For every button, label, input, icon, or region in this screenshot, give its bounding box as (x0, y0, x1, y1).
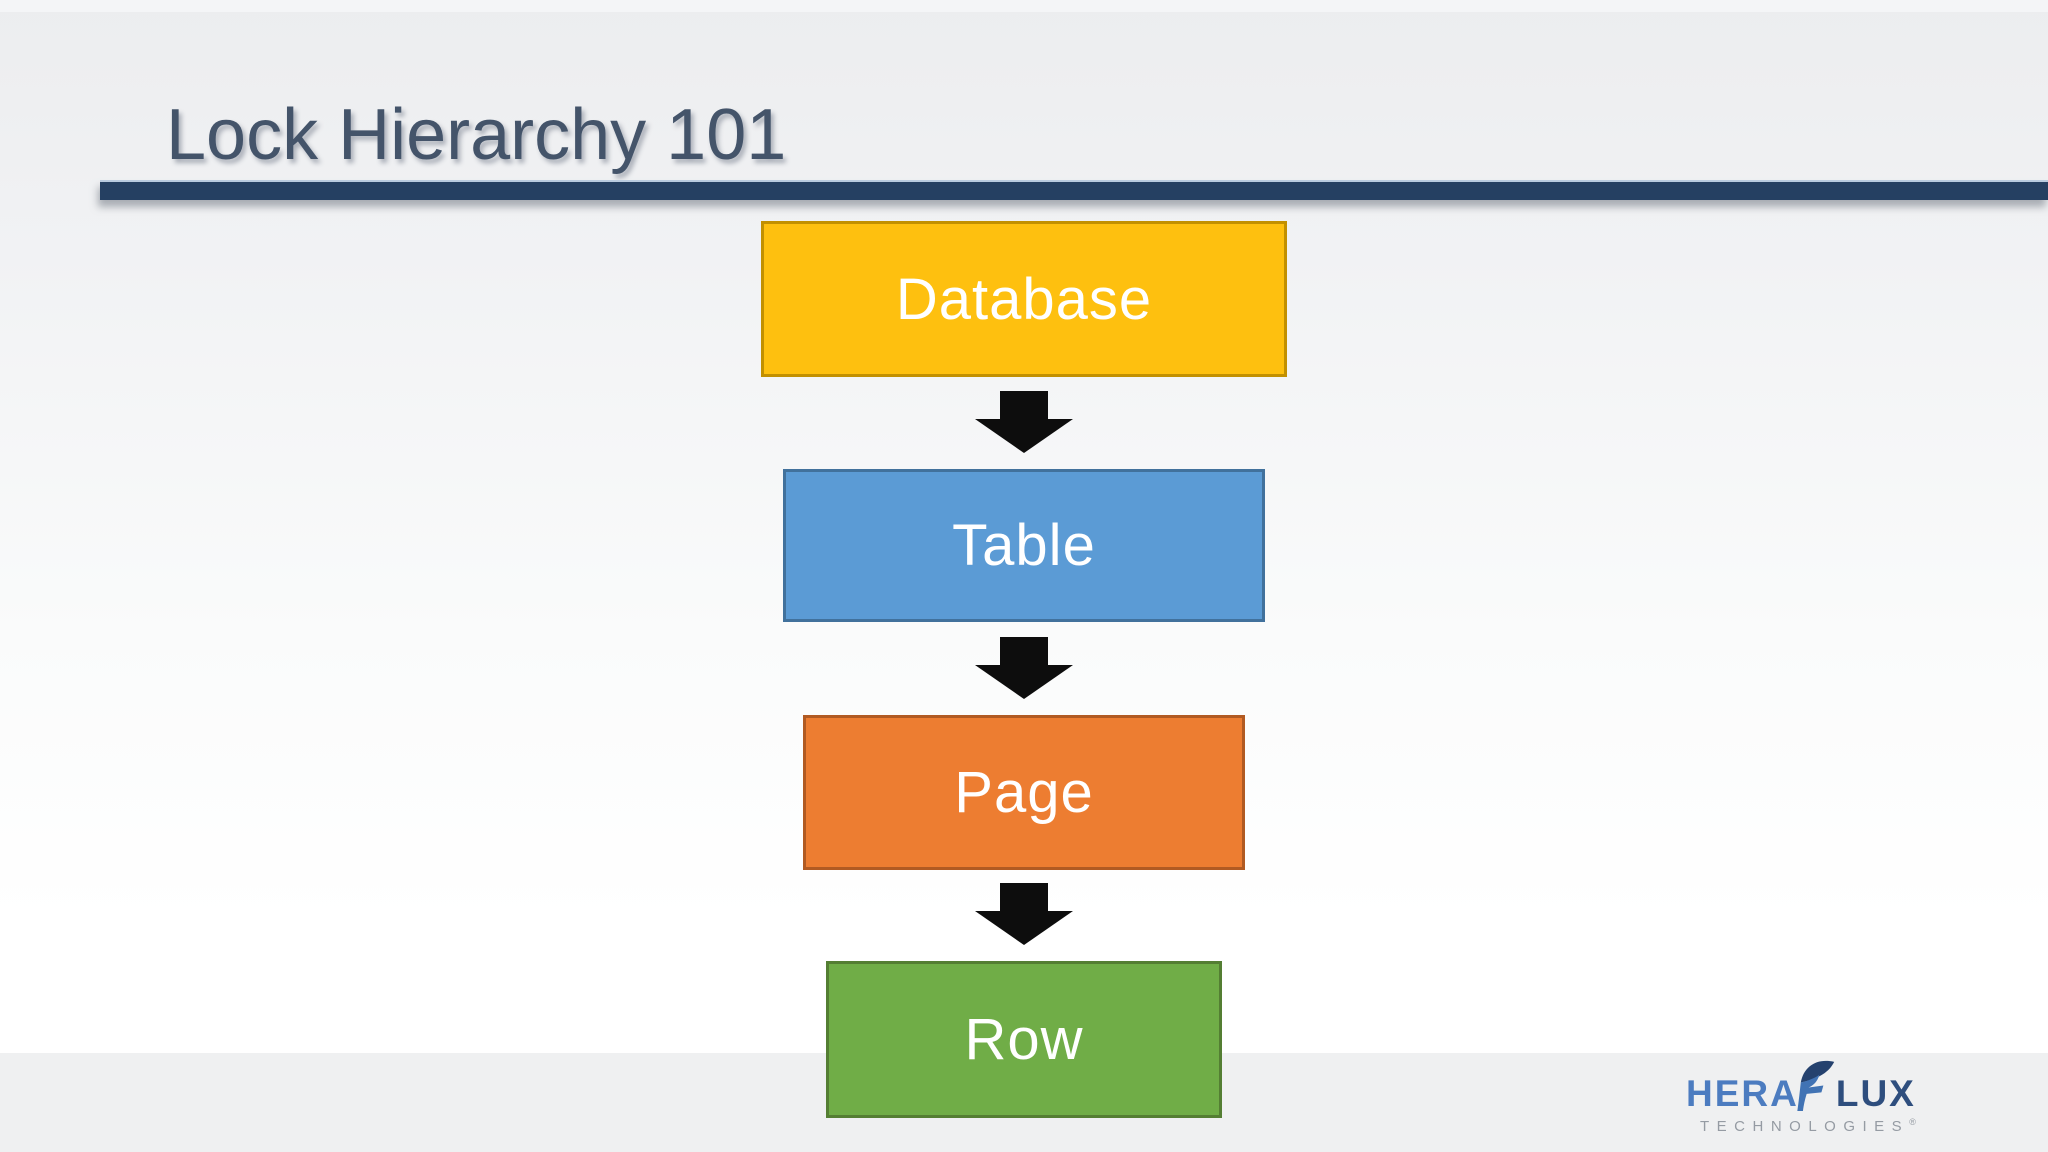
slide-title: Lock Hierarchy 101 (166, 95, 787, 176)
heraflux-f-swoosh-icon (1797, 1060, 1835, 1112)
slide-top-strip (0, 0, 2048, 12)
registered-trademark-symbol: ® (1909, 1117, 1916, 1127)
flow-node-row: Row (826, 961, 1222, 1118)
down-arrow-icon (975, 883, 1073, 945)
down-arrow-icon (975, 637, 1073, 699)
flow-node-label: Table (952, 513, 1096, 578)
heraflux-logo: HERA LUX TECHNOLOGIES® (1686, 1056, 1922, 1135)
heraflux-logo-wordmark: HERA LUX (1686, 1056, 1922, 1112)
flow-node-page: Page (803, 715, 1245, 870)
logo-text-lux: LUX (1835, 1073, 1916, 1114)
flow-node-label: Row (964, 1007, 1084, 1072)
flow-node-label: Database (895, 266, 1153, 332)
logo-text-hera: HERA (1686, 1073, 1799, 1114)
flow-node-table: Table (783, 469, 1265, 622)
flow-node-database: Database (761, 221, 1287, 377)
flow-node-label: Page (954, 760, 1094, 825)
down-arrow-icon (975, 391, 1073, 453)
title-divider-bar (100, 180, 2048, 200)
logo-text-technologies: TECHNOLOGIES® (1700, 1117, 1916, 1135)
